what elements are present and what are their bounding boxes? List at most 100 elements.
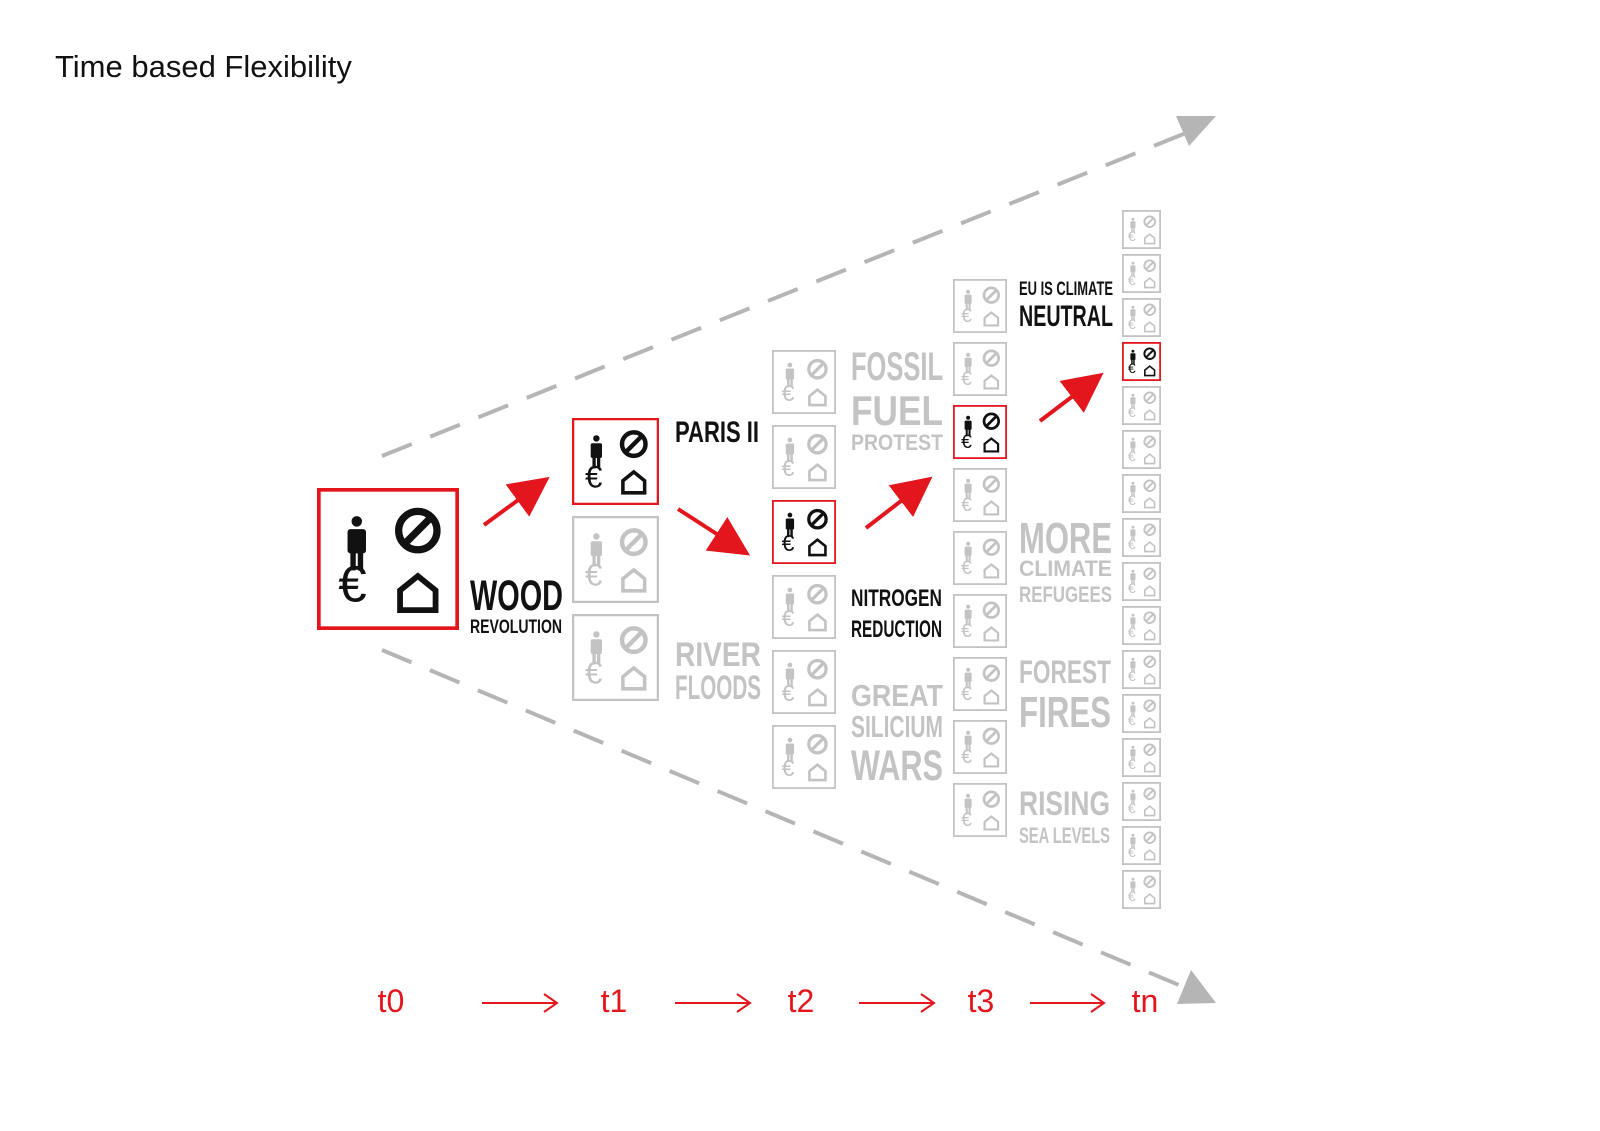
expansion-cone [381, 116, 1216, 1004]
transition-arrow-t1-t2 [676, 507, 751, 556]
prohibited-icon [1143, 655, 1156, 668]
house-icon [1144, 497, 1156, 509]
event-climate-line3: REFUGEES [1019, 582, 1112, 607]
module-active: € [953, 404, 1008, 459]
prohibited-icon [982, 601, 1001, 619]
prohibited-icon [619, 430, 648, 459]
transition-arrows [482, 372, 1104, 556]
timeline-arrow-1 [482, 993, 559, 1013]
transition-arrow-t2-t3 [864, 476, 933, 530]
euro-icon: € [961, 620, 972, 642]
prohibited-icon [807, 433, 828, 455]
event-fossil-line2: FUEL [851, 387, 943, 434]
person-icon [1130, 745, 1136, 761]
module-frame [772, 650, 837, 715]
upper-cone-arrowhead [1176, 116, 1216, 146]
prohibited-icon [1143, 875, 1156, 888]
event-labels: WOOD REVOLUTION PARIS II RIVER FLOODS FO… [470, 279, 1113, 848]
module-active: € [1122, 341, 1162, 381]
person-icon [964, 604, 972, 626]
timeline-label-tn: tn [1132, 983, 1159, 1019]
module-option: € [772, 725, 837, 790]
prohibited-icon [982, 727, 1001, 745]
prohibited-icon [1143, 303, 1156, 316]
prohibited-icon [619, 626, 648, 655]
module-option: € [953, 783, 1008, 838]
house-icon [1144, 321, 1156, 333]
house-icon [808, 538, 827, 557]
house-icon [1144, 849, 1156, 861]
person-icon [785, 437, 795, 463]
euro-icon: € [1128, 800, 1136, 816]
prohibited-icon [807, 583, 828, 605]
module-frame [772, 725, 837, 790]
prohibited-icon [1143, 743, 1156, 756]
module-option: € [953, 531, 1008, 586]
person-icon [1130, 393, 1136, 409]
euro-icon: € [338, 556, 366, 613]
house-icon [1144, 673, 1156, 685]
person-icon [1130, 437, 1136, 453]
euro-icon: € [1128, 272, 1136, 288]
prohibited-icon [807, 508, 828, 530]
event-wood-line2: REVOLUTION [470, 617, 562, 638]
house-icon [983, 563, 1000, 579]
event-fossil-fuel-protest: FOSSIL FUEL PROTEST [851, 345, 943, 455]
module-option: € [1122, 694, 1162, 734]
module-option: € [1122, 782, 1162, 822]
module-option: € [1122, 429, 1162, 469]
module-active: € [772, 499, 837, 564]
event-nitrogen-line1: NITROGEN [851, 585, 942, 612]
module-option: € [1122, 209, 1162, 249]
person-icon [1130, 569, 1136, 585]
module-option: € [1122, 826, 1162, 866]
person-icon [964, 478, 972, 500]
event-eu-line1: EU IS CLIMATE [1019, 279, 1113, 300]
euro-icon: € [1128, 756, 1136, 772]
house-icon [983, 815, 1000, 831]
timeline-label-t2: t2 [788, 983, 815, 1019]
event-eu-climate-neutral: EU IS CLIMATE NEUTRAL [1019, 279, 1113, 333]
prohibited-icon [807, 733, 828, 755]
house-icon [808, 763, 827, 782]
module-option: € [1122, 870, 1162, 910]
prohibited-icon [1143, 611, 1156, 624]
transition-arrow-t0-t1 [482, 476, 550, 527]
person-icon [1130, 217, 1136, 233]
event-climate-line1: MORE [1019, 514, 1112, 563]
euro-icon: € [585, 656, 602, 691]
euro-icon: € [961, 809, 972, 831]
euro-icon: € [782, 455, 795, 481]
euro-icon: € [1128, 624, 1136, 640]
module-active: € [317, 488, 460, 631]
house-icon [1144, 717, 1156, 729]
person-icon [1130, 261, 1136, 277]
event-great-silicium-wars: GREAT SILICIUM WARS [851, 678, 943, 790]
prohibited-icon [619, 528, 648, 557]
prohibited-icon [982, 664, 1001, 682]
house-icon [1144, 541, 1156, 553]
euro-icon: € [1128, 492, 1136, 508]
module-option: € [1122, 297, 1162, 337]
module-option: € [953, 467, 1008, 522]
prohibited-icon [395, 507, 441, 554]
event-river-floods: RIVER FLOODS [675, 636, 761, 707]
euro-icon: € [1128, 404, 1136, 420]
prohibited-icon [982, 412, 1001, 430]
timeline-arrow-2 [675, 993, 752, 1013]
person-icon [964, 793, 972, 815]
house-icon [983, 311, 1000, 327]
house-icon [983, 500, 1000, 516]
house-icon [808, 688, 827, 707]
module-option: € [953, 341, 1008, 396]
prohibited-icon [982, 286, 1001, 304]
event-sea-line1: RISING [1019, 785, 1110, 823]
person-icon [1130, 877, 1136, 893]
person-icon [964, 667, 972, 689]
euro-icon: € [1128, 360, 1136, 376]
euro-icon: € [961, 431, 972, 453]
euro-icon: € [1128, 228, 1136, 244]
house-icon [1144, 365, 1156, 377]
prohibited-icon [1143, 347, 1156, 360]
